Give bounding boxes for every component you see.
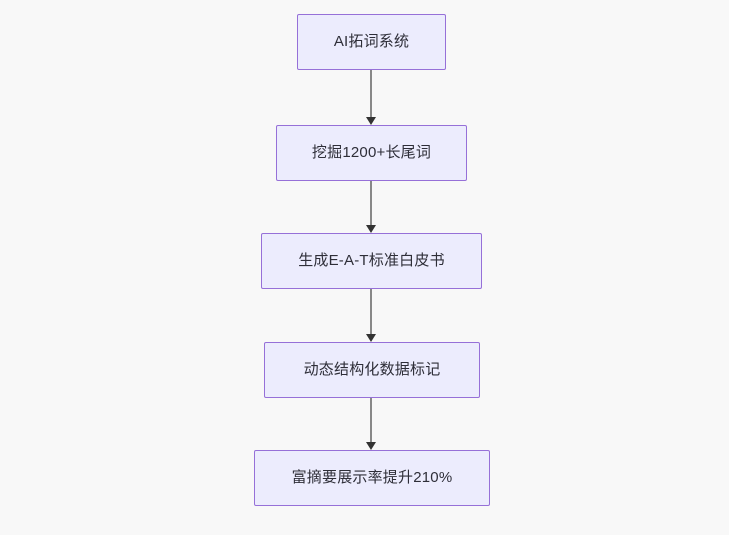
flowchart-node-4[interactable]: 动态结构化数据标记 (264, 342, 480, 398)
flowchart-node-label: AI拓词系统 (333, 33, 410, 51)
flowchart-node-label: 生成E-A-T标准白皮书 (298, 252, 445, 270)
flowchart-node-3[interactable]: 生成E-A-T标准白皮书 (261, 233, 482, 289)
edge-arrowhead-icon (366, 117, 376, 125)
edge-arrowhead-icon (366, 225, 376, 233)
flowchart-node-1[interactable]: AI拓词系统 (297, 14, 446, 70)
edge-arrowhead-icon (366, 334, 376, 342)
flowchart-node-label: 挖掘1200+长尾词 (311, 144, 432, 162)
flowchart-node-2[interactable]: 挖掘1200+长尾词 (276, 125, 467, 181)
edge-arrowhead-icon (366, 442, 376, 450)
flowchart-node-5[interactable]: 富摘要展示率提升210% (254, 450, 490, 506)
flowchart-node-label: 富摘要展示率提升210% (291, 469, 453, 487)
flowchart-node-label: 动态结构化数据标记 (303, 361, 441, 379)
